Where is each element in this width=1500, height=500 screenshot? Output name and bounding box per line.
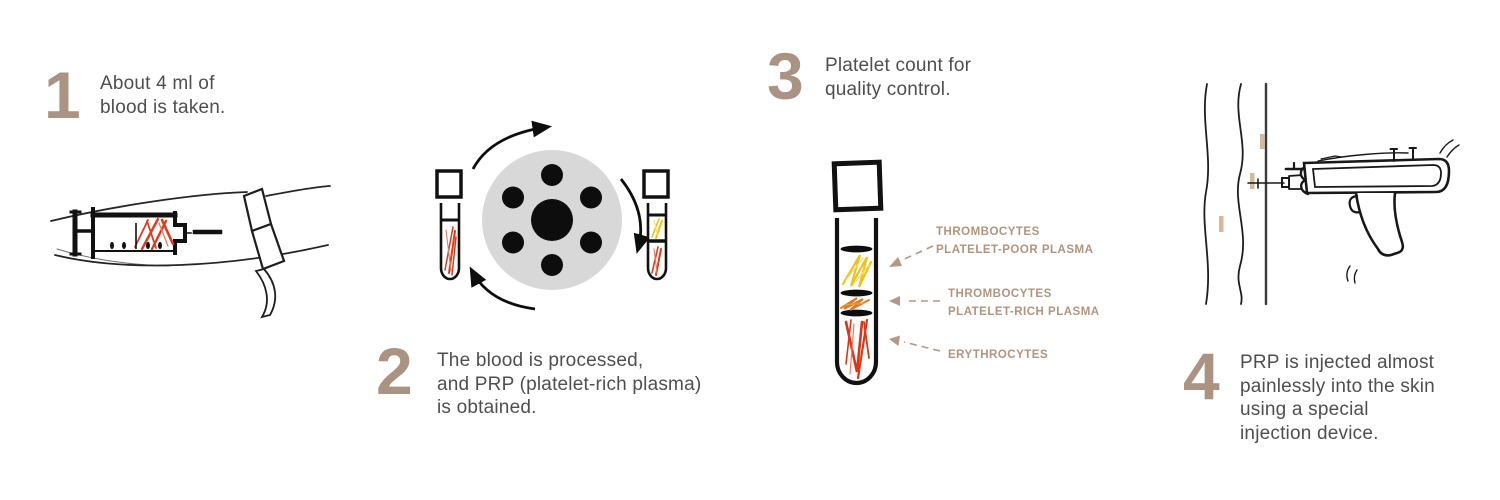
label-line: THROMBOCYTES	[948, 288, 1052, 300]
injection-gun-illustration	[1203, 82, 1460, 306]
separated-prp-tube-icon	[642, 169, 670, 281]
caption-line: About 4 ml of	[100, 73, 215, 94]
caption-line: injection device.	[1240, 422, 1379, 444]
step-2-caption: The blood is processed, and PRP (platele…	[437, 349, 701, 420]
skin-cross-section	[1203, 82, 1268, 306]
rotor-wells	[502, 164, 602, 276]
caption-line: PRP is injected almost	[1240, 352, 1435, 373]
caption-line: blood is taken.	[100, 96, 226, 118]
quality-control-tube-illustration	[831, 159, 941, 386]
platelet-rich-plasma-layer	[840, 297, 870, 311]
centrifuge-illustration	[435, 120, 670, 311]
qc-tube-icon	[831, 159, 884, 386]
whole-blood-tube-icon	[435, 169, 463, 281]
step-2-number: 2	[376, 334, 413, 408]
motion-marks	[1346, 139, 1460, 284]
blood-in-syringe	[134, 217, 175, 251]
dermis-marks	[1219, 134, 1265, 232]
label-line: PLATELET-POOR PLASMA	[936, 243, 1094, 256]
tube-label-platelet-poor: THROMBOCYTES PLATELET-POOR PLASMA	[936, 224, 1093, 259]
caption-line: Platelet count for	[825, 55, 972, 76]
step-1-number: 1	[44, 58, 81, 132]
label-line: ERYTHROCYTES	[948, 349, 1049, 361]
step-4-caption: PRP is injected almost painlessly into t…	[1240, 351, 1435, 445]
caption-line: The blood is processed,	[437, 350, 644, 371]
tube-label-erythrocytes: ERYTHROCYTES	[948, 347, 1048, 365]
tourniquet	[242, 187, 286, 319]
platelet-poor-plasma-layer	[841, 254, 873, 288]
erythrocytes-layer	[844, 318, 870, 380]
caption-line: painlessly into the skin	[1240, 375, 1435, 397]
rotation-arrows	[469, 120, 650, 311]
caption-line: is obtained.	[437, 397, 537, 418]
step-4-number: 4	[1183, 339, 1220, 413]
label-line: THROMBOCYTES	[936, 226, 1040, 238]
syringe-icon	[69, 207, 223, 259]
step-3-caption: Platelet count for quality control.	[825, 54, 971, 101]
caption-line: using a special	[1240, 399, 1369, 420]
caption-line: and PRP (platelet-rich plasma)	[437, 373, 702, 395]
blood-draw-arm-illustration	[50, 185, 331, 319]
caption-line: quality control.	[825, 78, 951, 100]
layer-pointer-arrows	[889, 245, 941, 352]
tube-label-platelet-rich: THROMBOCYTES PLATELET-RICH PLASMA	[948, 286, 1100, 321]
syringe-scale-ticks	[110, 223, 162, 250]
label-line: PLATELET-RICH PLASMA	[948, 305, 1100, 318]
step-3-number: 3	[767, 39, 804, 113]
injection-gun-icon	[1247, 139, 1460, 284]
step-1-caption: About 4 ml of blood is taken.	[100, 72, 226, 119]
